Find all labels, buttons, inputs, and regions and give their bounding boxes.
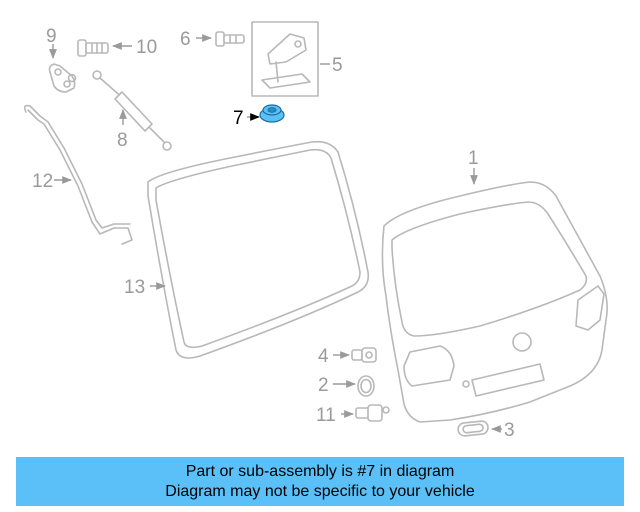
callout-13: 13: [124, 277, 145, 298]
part-5-hinge: [251, 21, 319, 97]
callout-12: 12: [32, 171, 53, 192]
callout-10: 10: [136, 37, 157, 58]
callout-7: 7: [233, 108, 244, 129]
part-12-cable: [23, 104, 133, 245]
callout-2: 2: [318, 375, 329, 396]
part-2-grommet: [357, 375, 375, 397]
part-10-bolt: [77, 39, 109, 57]
part-1-liftgate: [381, 181, 608, 423]
callout-1: 1: [468, 148, 479, 169]
part-6-screw: [215, 31, 245, 47]
banner-line-2: Diagram may not be specific to your vehi…: [165, 482, 475, 500]
part-11-switch: [355, 404, 390, 422]
part-3-plug: [457, 420, 489, 437]
part-7-clip-highlighted: [259, 104, 285, 123]
banner-line-1: Part or sub-assembly is #7 in diagram: [185, 462, 455, 480]
info-banner: Part or sub-assembly is #7 in diagram Di…: [16, 457, 624, 506]
callout-5: 5: [332, 55, 343, 76]
callout-9: 9: [46, 26, 57, 47]
callout-6: 6: [180, 29, 191, 50]
callout-3: 3: [504, 420, 515, 441]
callout-4: 4: [318, 346, 329, 367]
part-9-hinge-bracket: [48, 63, 77, 93]
part-8-gas-strut: [92, 70, 172, 151]
part-13-glass: [147, 140, 370, 359]
callout-8: 8: [117, 130, 128, 151]
callout-11: 11: [316, 405, 336, 426]
part-4-lock-cylinder: [351, 347, 377, 363]
